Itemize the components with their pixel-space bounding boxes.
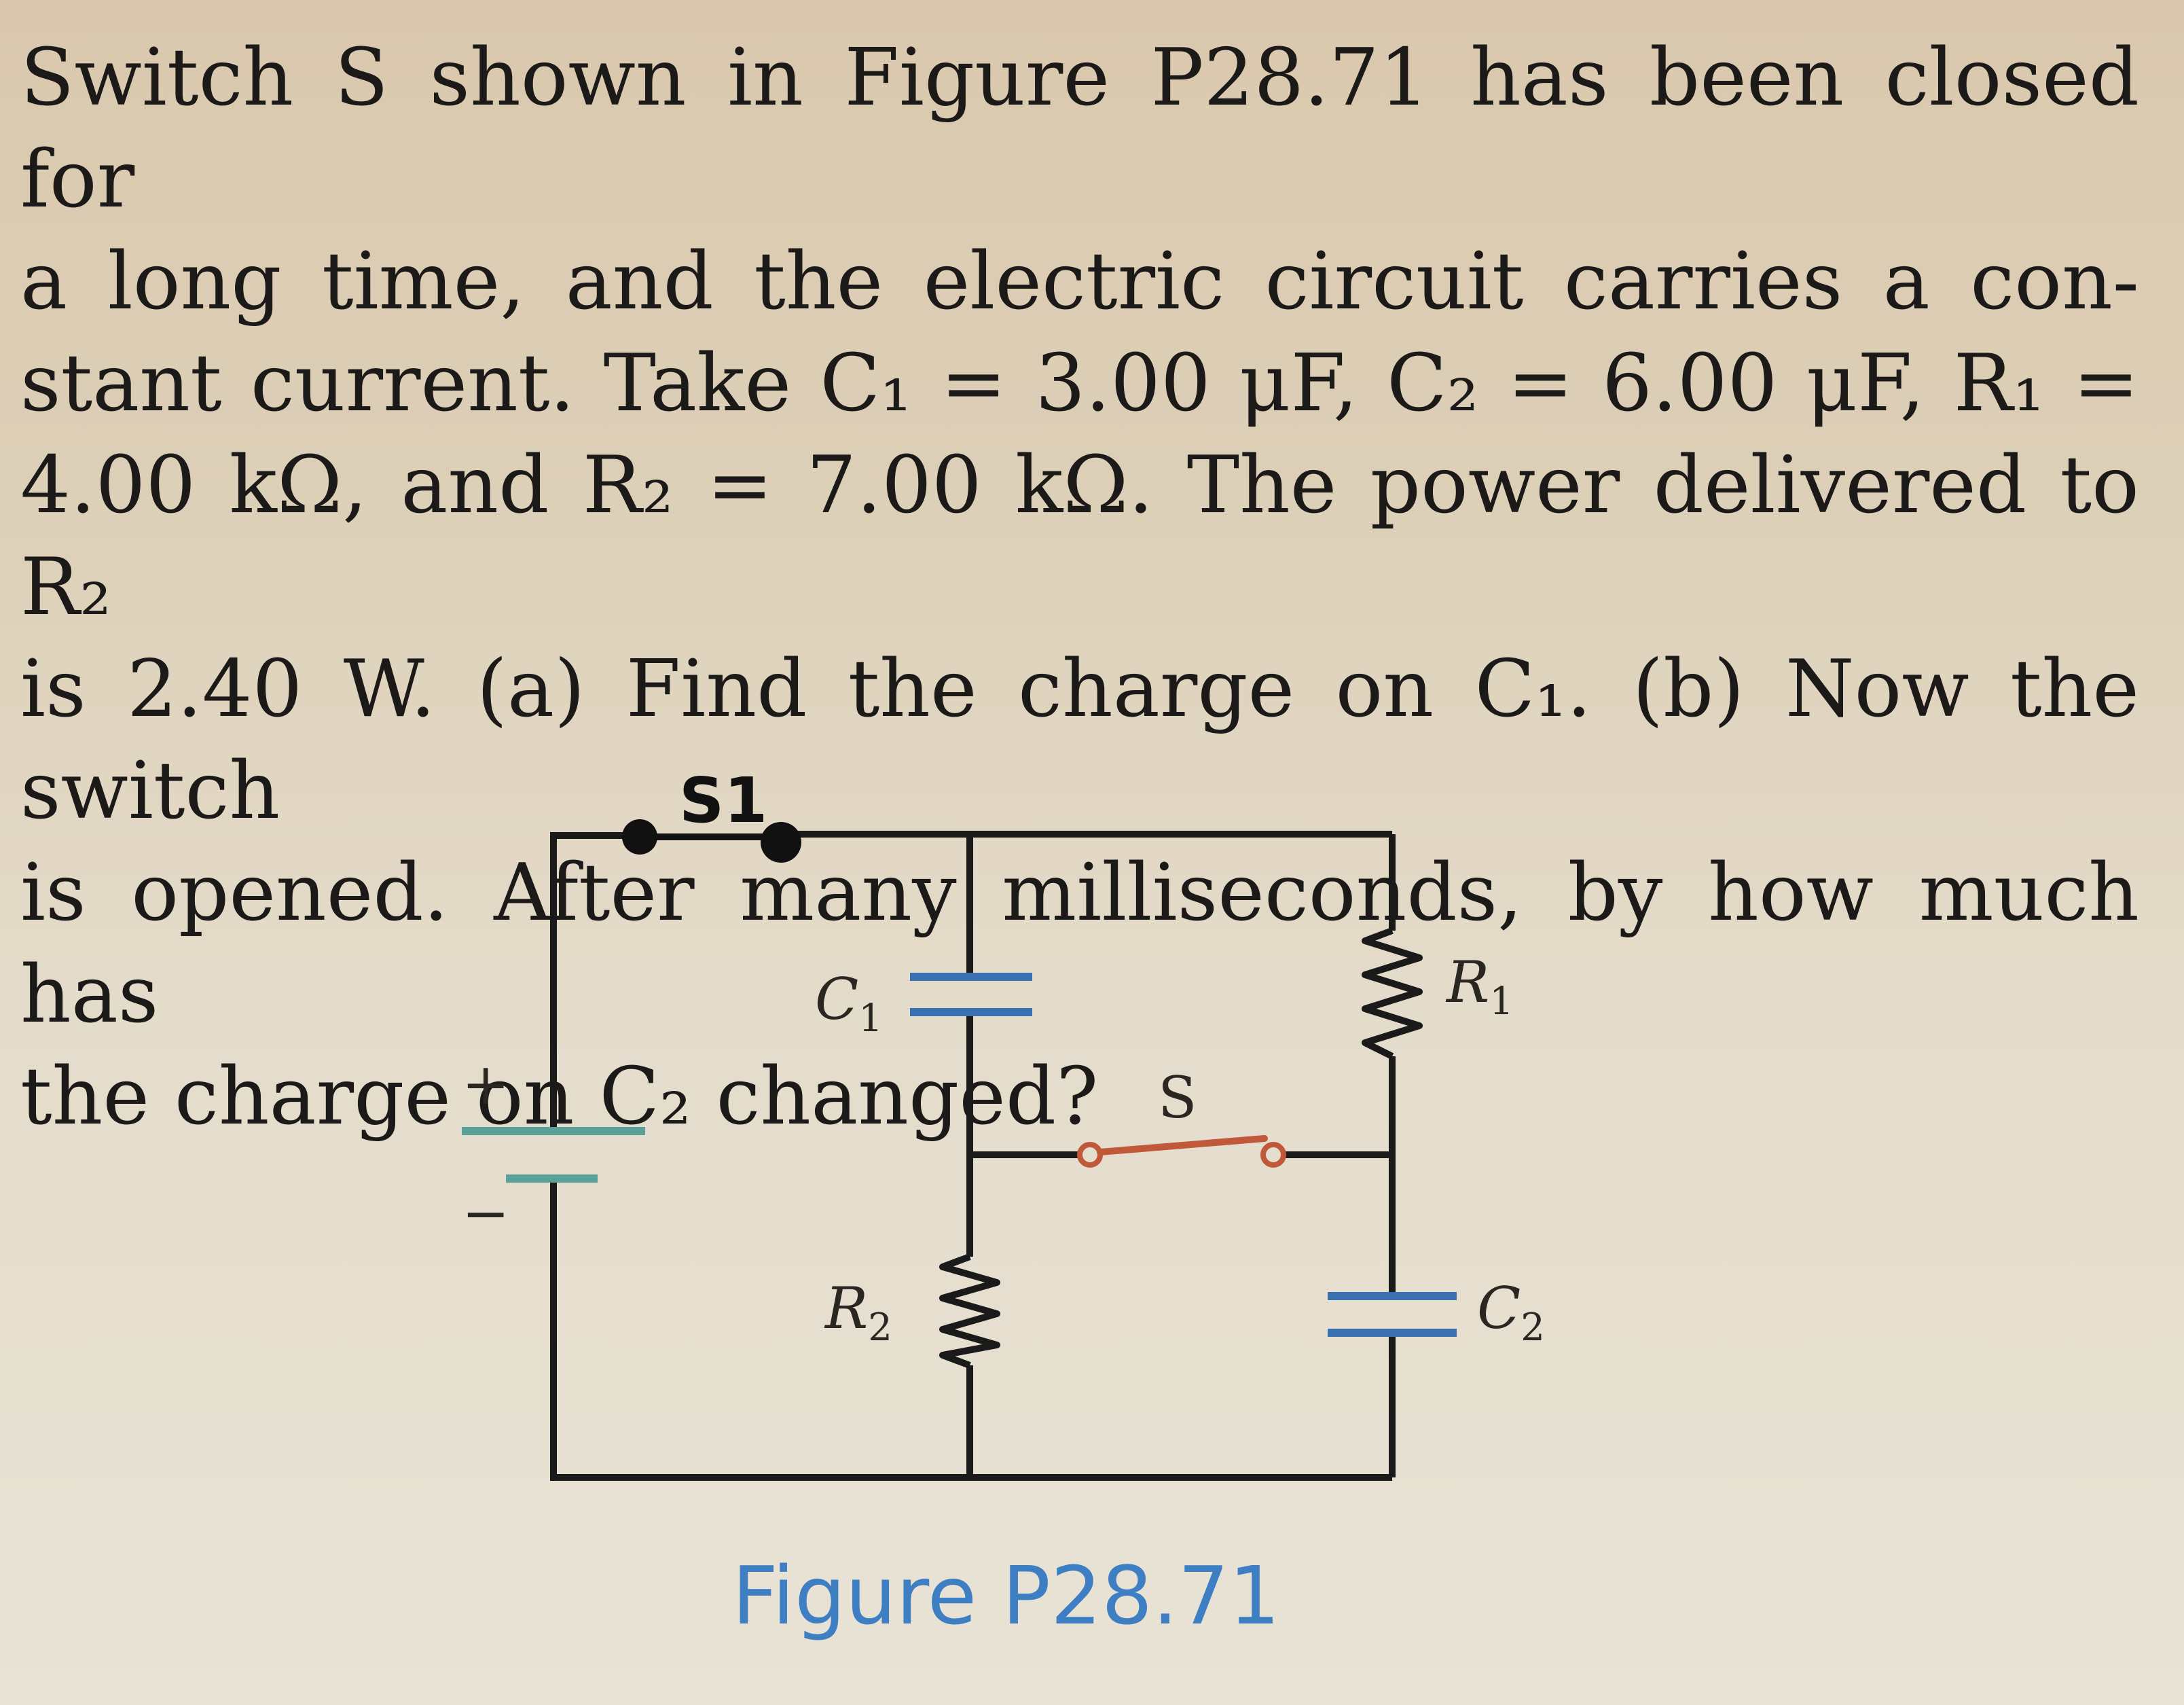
problem-line-1: Switch S shown in Figure P28.71 has been… [20, 32, 2139, 226]
r2-label: R2 [824, 1275, 892, 1350]
problem-line-5: is 2.40 W. (a) Find the charge on C₁. (b… [20, 643, 2139, 837]
c2-label: C2 [1477, 1275, 1545, 1350]
problem-line-4: 4.00 kΩ, and R₂ = 7.00 kΩ. The power del… [20, 439, 2139, 633]
problem-line-2: a long time, and the electric circuit ca… [20, 236, 2139, 327]
battery-minus-label: − [462, 1180, 509, 1246]
figure-caption: Figure P28.71 [732, 1549, 1280, 1643]
capacitor-c2: C2 [1328, 1275, 1545, 1350]
problem-line-7: the charge on C₂ changed? [20, 1051, 1099, 1143]
problem-statement: Switch S shown in Figure P28.71 has been… [20, 27, 2139, 1148]
problem-line-6: is opened. After many milliseconds, by h… [20, 847, 2139, 1041]
problem-line-3: stant current. Take C₁ = 3.00 μF, C₂ = 6… [20, 338, 2139, 429]
r2-zigzag [939, 1253, 1000, 1369]
resistor-r2: R2 [824, 1253, 1000, 1369]
